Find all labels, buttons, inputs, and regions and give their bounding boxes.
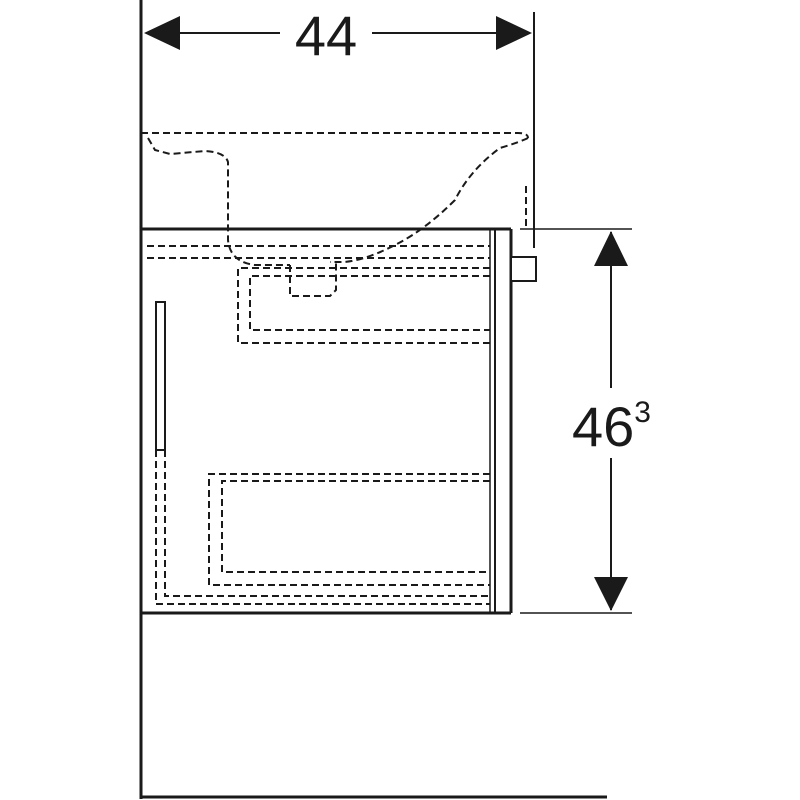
- basin-inner-overflow: [147, 137, 290, 266]
- upper-drawer-outline: [147, 245, 490, 344]
- basin-outer-curve: [330, 137, 529, 264]
- height-dimension-superscript: 3: [634, 396, 651, 429]
- width-arrow-right: [496, 16, 532, 50]
- drawer-handle: [510, 256, 537, 282]
- rear-panel-dashed: [155, 450, 490, 605]
- basin-drain-pipe: [289, 262, 337, 297]
- lower-drawer-outer: [208, 473, 490, 586]
- width-arrow-left: [144, 16, 180, 50]
- rear-rail: [155, 301, 166, 451]
- basin-top-edge: [141, 132, 529, 139]
- width-dimension: 44: [144, 4, 535, 248]
- vanity-cabinet: [141, 227, 513, 615]
- rear-panel-dashed-inner: [164, 450, 490, 597]
- handle-knob: [510, 256, 537, 282]
- rear-panel: [155, 301, 490, 605]
- height-dimension-value: 46: [572, 395, 634, 458]
- height-label-background: [568, 388, 660, 458]
- height-arrow-top: [594, 231, 628, 266]
- height-dimension: 463: [520, 228, 660, 614]
- width-dimension-label: 44: [295, 4, 357, 67]
- washbasin-outline: [141, 132, 529, 297]
- upper-drawer-cutout-inner: [249, 275, 490, 331]
- lower-drawer-inner: [221, 480, 490, 573]
- lower-drawer-outline: [208, 473, 490, 586]
- height-arrow-bottom: [594, 577, 628, 611]
- height-dimension-label: 463: [572, 395, 651, 458]
- upper-drawer-cutout-outer: [237, 267, 490, 344]
- wall-and-floor: [139, 0, 607, 799]
